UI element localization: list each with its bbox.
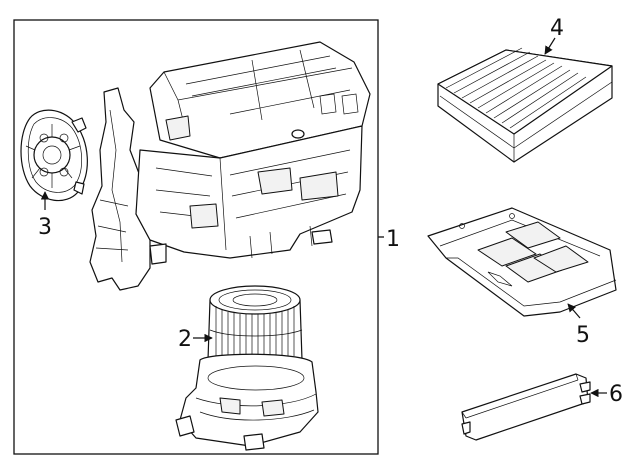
part-6-filter-cover (461, 373, 591, 441)
callout-2: 2 (178, 327, 192, 352)
callout-4-leader (544, 37, 556, 55)
part-4-air-filter (437, 47, 613, 163)
callout-5-leader (567, 303, 581, 319)
callout-1: 1 (386, 227, 400, 252)
callout-4: 4 (550, 16, 564, 41)
part-5-filter-tray (427, 207, 617, 317)
callout-6: 6 (609, 382, 623, 407)
part-2-blower-fan (175, 285, 319, 451)
part-3-fan-cover (20, 109, 88, 202)
callout-5: 5 (576, 323, 590, 348)
callout-3: 3 (38, 215, 52, 240)
part-1-hvac-housing (89, 41, 371, 291)
